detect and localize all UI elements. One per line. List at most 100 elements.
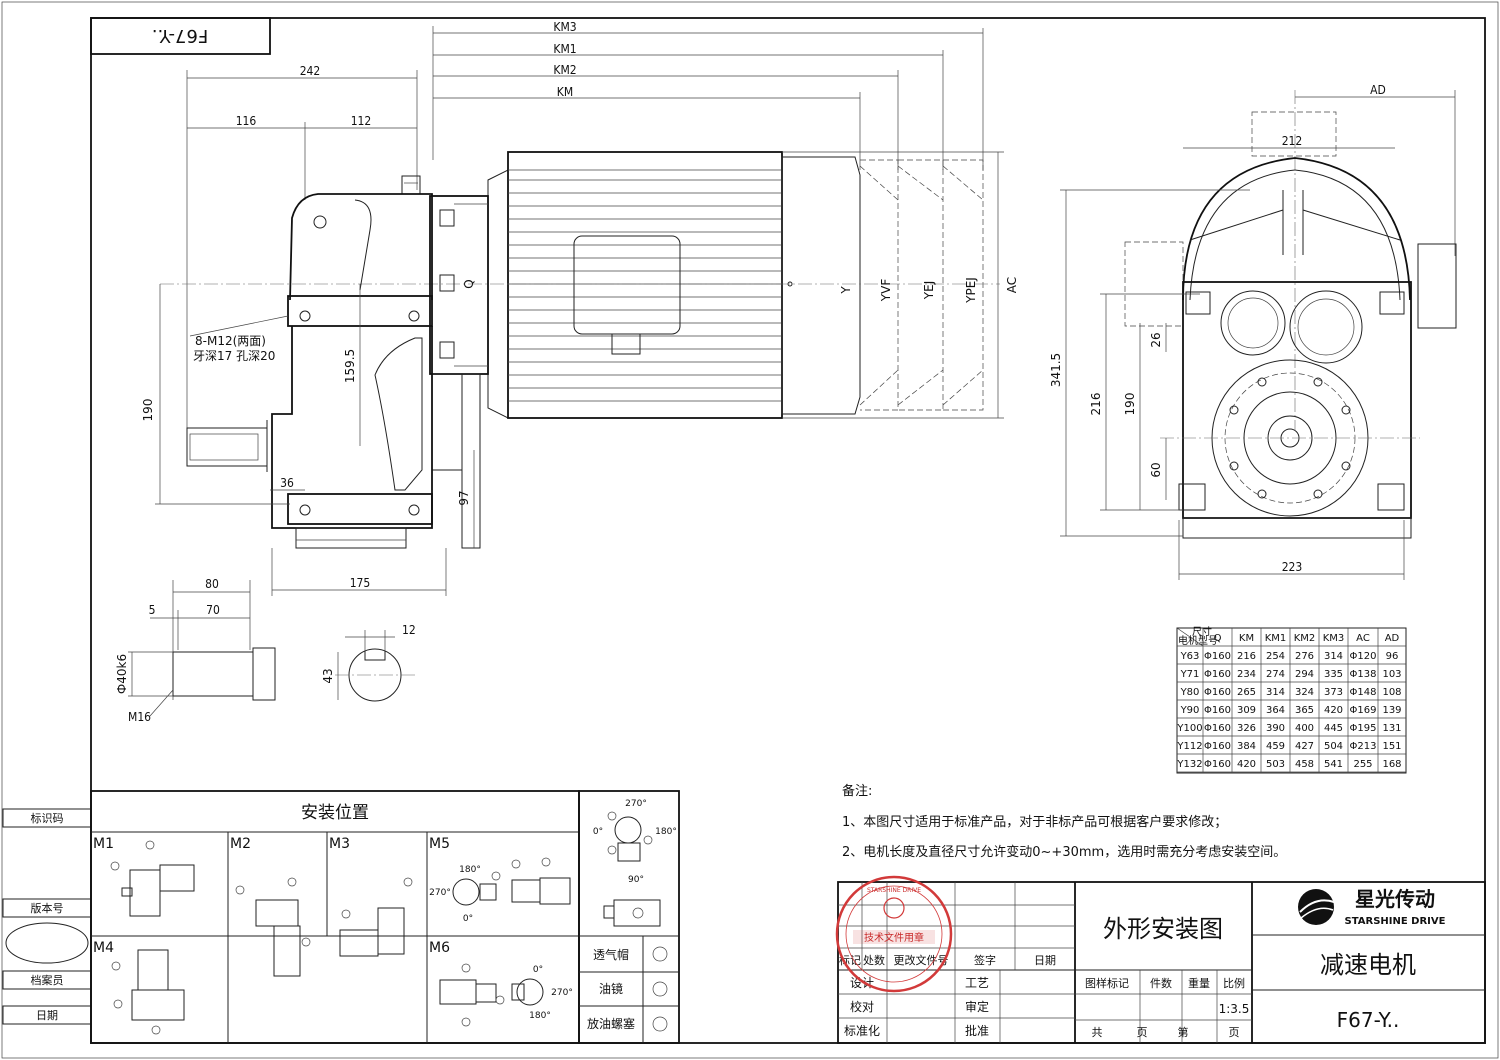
table-cell: 503 — [1266, 759, 1285, 770]
table-header-cell: KM — [1239, 633, 1254, 644]
label-yvf: YVF — [879, 279, 893, 303]
side-view: KM3 KM1 KM2 KM 242 116 112 — [141, 20, 1019, 596]
m1-sketch — [110, 840, 195, 917]
left-side-strip: 标识码 版本号 档案员 日期 — [2, 808, 92, 1025]
m5-sketch: 180° 270° 0° — [429, 857, 571, 924]
m6-sketch: 0° 270° 180° — [439, 963, 573, 1027]
rev-sign: 签字 — [974, 953, 996, 967]
dim-36: 36 — [280, 476, 294, 490]
km3-label: KM3 — [553, 20, 576, 34]
dim-190-side: 190 — [141, 399, 155, 422]
side-label-id-code: 标识码 — [31, 811, 64, 825]
table-cell: 314 — [1266, 687, 1285, 698]
dim-242: 242 — [300, 64, 321, 78]
m5-angle-270: 270° — [429, 888, 451, 898]
notes-title: 备注: — [842, 783, 872, 799]
table-cell: Φ138 — [1350, 669, 1377, 680]
role-standard: 标准化 — [844, 1024, 880, 1038]
table-cell: 504 — [1324, 741, 1343, 752]
table-corner-top: 尺寸 — [1192, 625, 1212, 638]
side-label-archivist: 档案员 — [31, 973, 64, 987]
m5-angle-0: 0° — [463, 914, 473, 924]
page-total-prefix: 共 — [1092, 1026, 1103, 1039]
table-cell: Φ160 — [1204, 759, 1231, 770]
table-cell: Y132 — [1176, 759, 1202, 770]
dim-159-5: 159.5 — [343, 349, 357, 383]
rev-count: 处数 — [863, 954, 885, 967]
company-name-en: STARSHINE DRIVE — [1345, 916, 1446, 927]
rev-doc: 更改文件号 — [894, 953, 949, 967]
table-cell: 427 — [1295, 741, 1314, 752]
table-cell: 168 — [1382, 759, 1401, 770]
notes: 备注: 1、本图尺寸适用于标准产品，对于非标产品可根据客户要求修改； 2、电机长… — [842, 783, 1286, 860]
title-block: 标记 处数 更改文件号 签字 日期 设计 工艺 校对 审定 标准化 批准 外形安… — [837, 881, 1486, 1044]
table-cell: Φ195 — [1350, 723, 1377, 734]
meta-quantity: 件数 — [1150, 977, 1172, 990]
m3-sketch — [339, 877, 413, 957]
dim-12: 12 — [402, 623, 416, 637]
table-cell: 309 — [1237, 705, 1256, 716]
drain-plug-icon — [652, 1016, 668, 1032]
table-cell: Φ160 — [1204, 741, 1231, 752]
table-cell: Φ148 — [1350, 687, 1377, 698]
table-header-cell: KM1 — [1265, 633, 1287, 644]
table-cell: 131 — [1382, 723, 1401, 734]
page-num-prefix: 第 — [1178, 1025, 1189, 1039]
table-cell: Φ120 — [1350, 651, 1377, 662]
m6-angle-180: 180° — [529, 1011, 551, 1021]
table-cell: 445 — [1324, 723, 1343, 734]
dim-70: 70 — [206, 603, 220, 617]
page-total-suffix: 页 — [1137, 1026, 1148, 1039]
table-cell: Φ169 — [1350, 705, 1377, 716]
orient-0: 0° — [593, 827, 603, 837]
table-cell: 459 — [1266, 741, 1285, 752]
table-cell: 265 — [1237, 687, 1256, 698]
table-cell: 420 — [1237, 759, 1256, 770]
table-cell: Y90 — [1180, 705, 1200, 716]
dim-ad: AD — [1370, 83, 1386, 97]
m4-sketch — [111, 949, 185, 1035]
label-ac: AC — [1005, 277, 1019, 293]
table-corner-bottom: 电机型号 — [1178, 634, 1218, 647]
m2-sketch — [235, 877, 311, 977]
dim-43: 43 — [321, 668, 335, 683]
table-cell: Y80 — [1180, 687, 1200, 698]
table-cell: 216 — [1237, 651, 1256, 662]
table-cell: 541 — [1324, 759, 1343, 770]
table-cell: 139 — [1382, 705, 1401, 716]
product-model: F67-Y.. — [1337, 1008, 1400, 1032]
table-header-cell: AC — [1356, 633, 1370, 644]
label-ypej: YPEJ — [964, 277, 978, 304]
dim-97: 97 — [457, 490, 471, 505]
table-cell: Y63 — [1180, 651, 1200, 662]
meta-pattern-mark: 图样标记 — [1085, 976, 1129, 990]
dim-m16: M16 — [128, 710, 151, 724]
meta-scale-value: 1:3.5 — [1219, 1002, 1250, 1016]
label-yej: YEJ — [922, 281, 936, 300]
role-process: 工艺 — [965, 976, 989, 990]
motor-flange — [401, 175, 489, 549]
orient-270: 270° — [625, 799, 647, 809]
dim-shaft-diameter: Ф40k6 — [115, 654, 129, 694]
dim-341-5: 341.5 — [1049, 353, 1063, 387]
notes-line-2: 2、电机长度及直径尺寸允许变动0~+30mm，选用时需充分考虑安装空间。 — [842, 844, 1286, 860]
table-cell: 254 — [1266, 651, 1285, 662]
product-name: 减速电机 — [1320, 951, 1416, 979]
table-cell: 151 — [1382, 741, 1401, 752]
meta-weight: 重量 — [1188, 976, 1210, 990]
company-name-cn: 星光传动 — [1355, 887, 1435, 911]
gearbox-housing — [186, 193, 433, 549]
orientation-diagram: 270° 0° 180° 90° — [593, 799, 677, 927]
pos-m1: M1 — [93, 836, 114, 852]
dim-5: 5 — [149, 603, 156, 617]
table-cell: Y100 — [1176, 723, 1202, 734]
label-y: Y — [839, 286, 853, 295]
pos-m6: M6 — [429, 940, 450, 956]
km1-label: KM1 — [553, 42, 576, 56]
table-cell: 373 — [1324, 687, 1343, 698]
table-cell: Y112 — [1176, 741, 1202, 752]
table-header-cell: Q — [1214, 633, 1222, 644]
